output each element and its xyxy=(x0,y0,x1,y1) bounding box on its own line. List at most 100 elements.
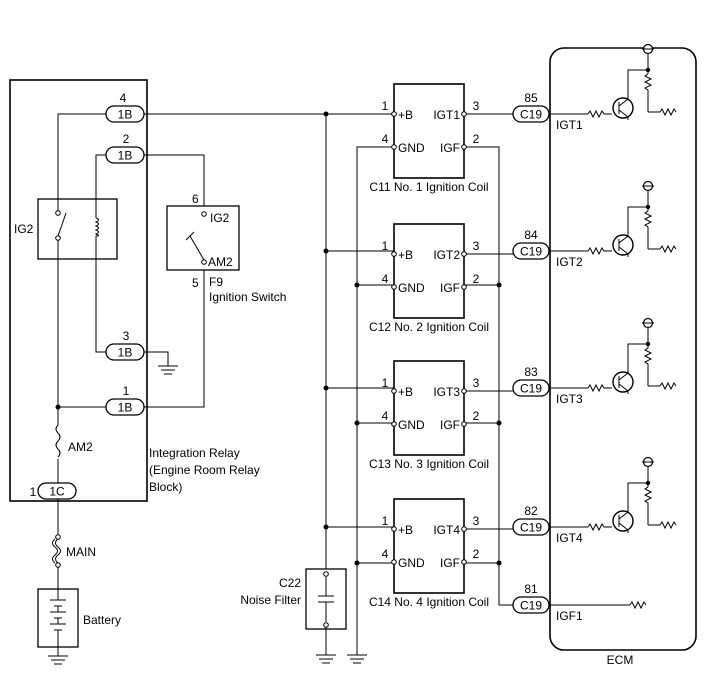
svg-text:1: 1 xyxy=(30,485,37,499)
coil-terminal xyxy=(461,144,467,150)
resistor-icon xyxy=(643,347,653,386)
coil-pin-4: 4 xyxy=(382,132,389,146)
coil-terminal xyxy=(461,559,467,565)
relay-name-line2: (Engine Room Relay xyxy=(149,463,260,477)
coil-pin-3: 3 xyxy=(473,99,480,113)
noise-filter-code: C22 xyxy=(279,576,301,590)
noise-filter-name: Noise Filter xyxy=(240,593,301,607)
transistor-icon xyxy=(612,371,634,393)
coil-pin-4: 4 xyxy=(382,547,389,561)
relay-connector-2: 2 1B xyxy=(105,132,145,164)
coil-igt-label: IGT4 xyxy=(433,523,460,537)
switch-pin-5: 5 xyxy=(192,276,199,290)
coil-igt-label: IGT1 xyxy=(433,108,460,122)
coil-body xyxy=(393,83,465,179)
ecm-pin-number: 81 xyxy=(524,582,538,596)
relay-name-line1: Integration Relay xyxy=(149,446,240,460)
relay-ig2-label: IG2 xyxy=(14,222,34,236)
coil-terminal xyxy=(391,421,397,427)
coil-pin-3: 3 xyxy=(473,376,480,390)
battery-ground-icon xyxy=(48,647,68,665)
resistor-icon xyxy=(587,522,612,532)
svg-text:4: 4 xyxy=(120,91,127,105)
switch-name: Ignition Switch xyxy=(209,290,286,304)
switch-pin-6: 6 xyxy=(192,192,199,206)
switch-am2-label: AM2 xyxy=(208,255,233,269)
coil-pin-3: 3 xyxy=(473,239,480,253)
coil-pin-1: 1 xyxy=(382,514,389,528)
coil-pin-4: 4 xyxy=(382,409,389,423)
ecm-signal-label: IGF1 xyxy=(556,609,583,623)
resistor-icon xyxy=(643,73,653,112)
coil-terminal xyxy=(391,251,397,257)
ecm-pin-number: 82 xyxy=(524,504,538,518)
coil-pin-2: 2 xyxy=(473,132,480,146)
coil-body xyxy=(393,498,465,594)
ecm-outline xyxy=(549,47,697,651)
coil-terminal xyxy=(391,284,397,290)
coil-gnd-label: GND xyxy=(398,281,425,295)
switch-code: F9 xyxy=(209,275,223,289)
coil-pin-3: 3 xyxy=(473,514,480,528)
coil-pin-2: 2 xyxy=(473,272,480,286)
coil-igf-label: IGF xyxy=(440,281,460,295)
coil-terminal xyxy=(391,526,397,532)
connector-label: C19 xyxy=(520,599,542,613)
svg-text:2: 2 xyxy=(123,132,130,146)
coil-name: C11 No. 1 Ignition Coil xyxy=(369,180,488,194)
resistor-icon xyxy=(629,600,647,610)
ground-icon xyxy=(144,351,178,375)
ecm-signal-label: IGT4 xyxy=(556,531,583,545)
transistor-icon xyxy=(612,510,634,532)
coil-pin-2: 2 xyxy=(473,409,480,423)
coil-name: C14 No. 4 Ignition Coil xyxy=(369,595,489,609)
coil-terminal xyxy=(461,111,467,117)
ecm-pin-number: 83 xyxy=(524,365,538,379)
resistor-icon xyxy=(643,210,653,249)
coil-igt-label: IGT2 xyxy=(433,248,460,262)
ignition-switch: 6 IG2 AM2 5 F9 Ignition Switch xyxy=(144,154,286,408)
coil-terminal xyxy=(461,421,467,427)
relay-name-line3: Block) xyxy=(149,480,182,494)
ecm: ECM xyxy=(549,47,697,667)
junction-dot xyxy=(55,404,61,410)
coil-pin-1: 1 xyxy=(382,239,389,253)
coil-terminal xyxy=(391,559,397,565)
svg-text:1C: 1C xyxy=(49,485,65,499)
ecm-pin-number: 85 xyxy=(524,91,538,105)
ecm-signal-label: IGT3 xyxy=(556,392,583,406)
main-fuse: MAIN xyxy=(52,499,96,589)
battery-label: Battery xyxy=(83,613,121,627)
am2-fuse-icon xyxy=(55,424,61,458)
coil-body xyxy=(393,360,465,456)
coil-igf-label: IGF xyxy=(440,141,460,155)
am2-fuse-label: AM2 xyxy=(68,440,93,454)
ig2-relay: IG2 xyxy=(14,198,118,260)
relay-connector-1c: 1 1C xyxy=(30,482,77,500)
resistor-icon xyxy=(643,486,653,525)
battery: Battery xyxy=(37,588,121,648)
coil-pin-4: 4 xyxy=(382,272,389,286)
connector-label: C19 xyxy=(520,382,542,396)
resistor-icon xyxy=(587,383,612,393)
coil-b-label: +B xyxy=(398,248,413,262)
relay-connector-3: 3 1B xyxy=(105,329,145,361)
ecm-signal-label: IGT1 xyxy=(556,118,583,132)
coil-terminal xyxy=(391,111,397,117)
switch-ig2-label: IG2 xyxy=(210,211,230,225)
resistor-icon xyxy=(659,107,677,117)
coil-b-label: +B xyxy=(398,523,413,537)
connector-label: C19 xyxy=(520,245,542,259)
transistor-icon xyxy=(612,97,634,119)
coil-pin-1: 1 xyxy=(382,376,389,390)
coil-gnd-label: GND xyxy=(398,556,425,570)
resistor-icon xyxy=(659,244,677,254)
coil-terminal xyxy=(391,388,397,394)
